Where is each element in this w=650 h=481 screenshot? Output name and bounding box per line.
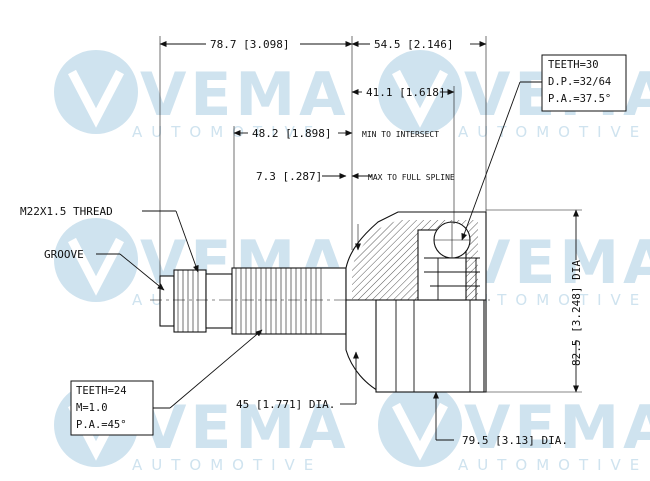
outer-sleeve [375,299,485,393]
inner-teeth: TEETH=24 [76,385,127,397]
splined-shaft [231,267,347,335]
watermark-sub: AUTOMOTIVE [132,456,322,474]
dim-79-5: 79.5 [3.13] DIA. [462,434,568,447]
max-to-full-spline-note: MAX TO FULL SPLINE [368,173,455,182]
outer-teeth: TEETH=30 [548,59,599,71]
spline-lines [235,268,322,334]
inner-pa: P.A.=45° [76,419,127,431]
thread-label: M22X1.5 THREAD [20,205,113,218]
groove-label: GROOVE [44,248,84,261]
dim-48-2: 48.2 [1.898] [252,127,331,140]
min-to-intersect-note: MIN TO INTERSECT [362,130,439,139]
part-outline [150,211,490,393]
groove-section [205,273,233,329]
dim-7-3: 7.3 [.287] [256,170,322,183]
inner-spec-box [70,380,154,436]
watermark-sub: AUTOMOTIVE [132,123,322,141]
watermark-logo-bottom-right: VEMA AUTOMOTIVE [378,383,650,474]
dimension-lines: 78.7 [3.098] 54.5 [2.146] 41.1 [1.618] 4… [159,36,583,447]
watermark-brand: VEMA [140,60,350,130]
dim-78-7: 78.7 [3.098] [210,38,289,51]
watermark-brand: VEMA [464,393,650,463]
watermark-sub: AUTOMOTIVE [458,456,648,474]
outer-spec-box [541,54,627,112]
watermark-sub: AUTOMOTIVE [458,123,648,141]
watermark-logo-top-left: VEMA AUTOMOTIVE [54,50,350,141]
dim-45: 45 [1.771] DIA. [236,398,335,411]
thread-lines [177,270,199,332]
threaded-section [173,269,207,333]
outer-pa: P.A.=37.5° [548,93,611,105]
watermark-brand: VEMA [464,228,650,298]
thread-tip [159,275,175,327]
outer-dp: D.P.=32/64 [548,76,611,88]
dim-82-5: 82.5 [3.248] DIA [570,260,583,366]
inner-m: M=1.0 [76,402,108,414]
dim-54-5: 54.5 [2.146] [374,38,453,51]
watermark-sub: AUTOMOTIVE [458,291,648,309]
dim-41-1: 41.1 [1.618] [366,86,445,99]
callouts: M22X1.5 THREAD GROOVE TEETH=30 D.P.=32/6… [20,54,627,436]
